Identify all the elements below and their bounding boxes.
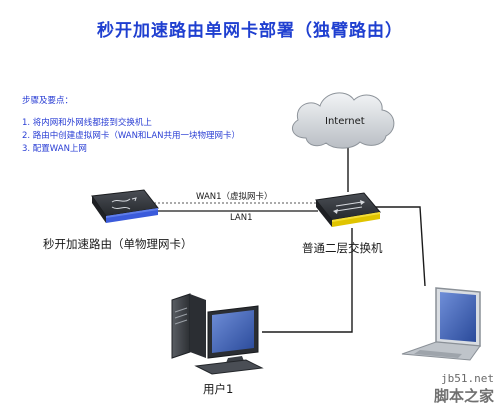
router-label: 秒开加速路由（单物理网卡） [43,237,193,251]
cable-lines [150,148,426,333]
lan-link-label: LAN1 [230,213,253,223]
diagram-title: 秒开加速路由单网卡部署（独臂路由） [97,21,403,41]
switch-label: 普通二层交换机 [302,241,383,255]
watermark-name: 脚本之家 [433,387,494,405]
user-label: 用户1 [203,382,234,396]
step-item: 1. 将内网和外网线都接到交换机上 [22,118,152,128]
watermark-site: jb51.net [441,372,494,385]
internet-label: Internet [325,116,365,127]
laptop-icon [401,287,481,361]
router-icon [91,189,159,223]
watermark: jb51.net 脚本之家 [434,372,494,406]
wan-link-label: WAN1（虚拟网卡） [196,192,273,202]
user-link-line [262,228,353,333]
step-item: 3. 配置WAN上网 [22,144,87,154]
switch-icon [315,192,381,227]
desktop-pc-icon [171,293,264,375]
laptop-link-line [370,206,426,287]
step-item: 2. 路由中创建虚拟网卡（WAN和LAN共用一块物理网卡） [22,131,241,141]
cloud-icon [291,92,395,149]
steps-heading: 步骤及要点： [22,96,74,106]
steps-block: 步骤及要点： 1. 将内网和外网线都接到交换机上 2. 路由中创建虚拟网卡（WA… [22,95,240,156]
